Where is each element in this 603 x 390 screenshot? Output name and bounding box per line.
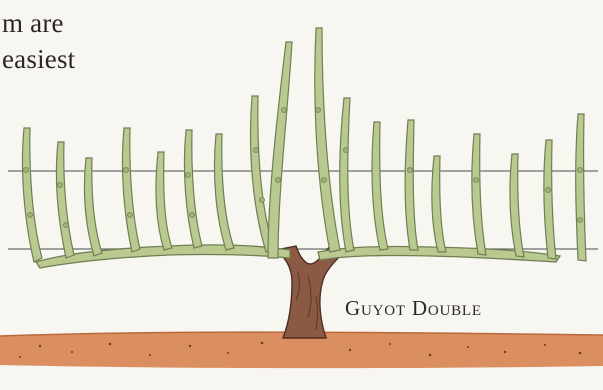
illustration-caption: Guyot Double bbox=[345, 296, 482, 321]
cane-buds bbox=[24, 108, 583, 228]
vine-canes bbox=[22, 28, 586, 262]
vine-trunk bbox=[276, 246, 344, 338]
